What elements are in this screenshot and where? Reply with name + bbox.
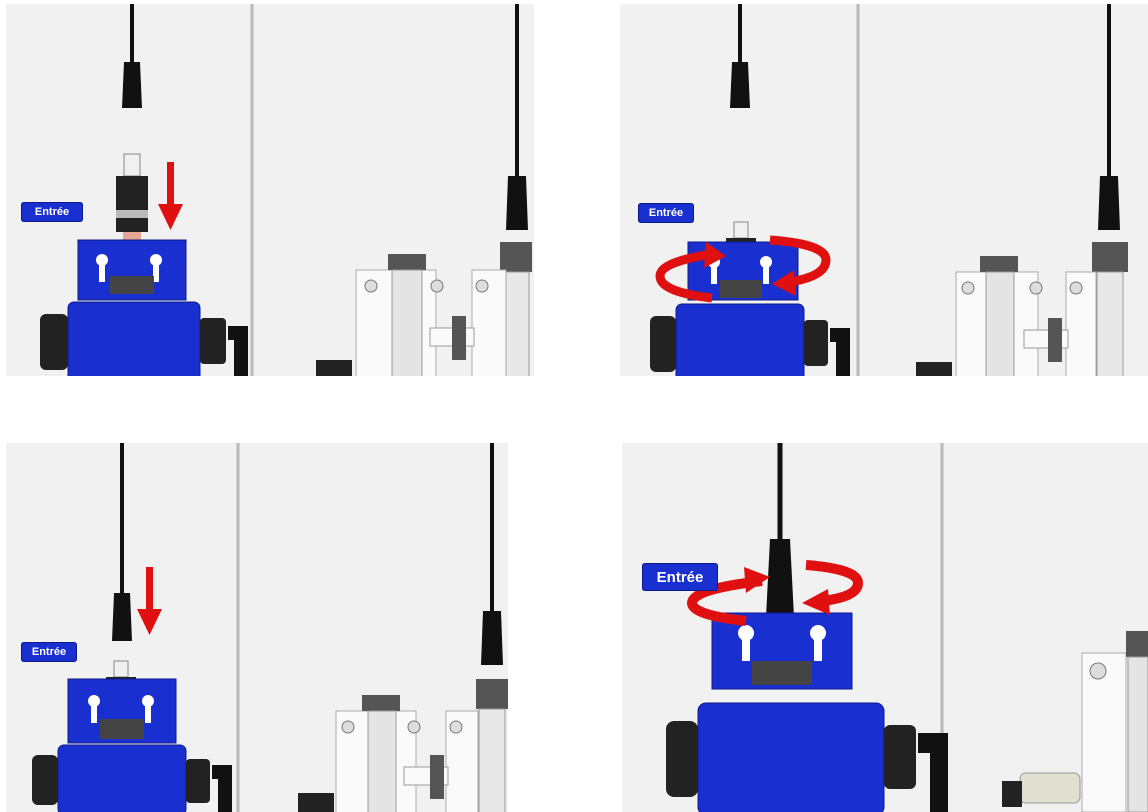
step-1-panel: Entrée (6, 4, 534, 376)
step-3-illustration (6, 443, 508, 812)
input-label-badge: Entrée (21, 642, 77, 662)
input-label-badge: Entrée (21, 202, 83, 222)
step-3-panel: Entrée (6, 443, 508, 812)
step-4-panel: Entrée (622, 443, 1148, 812)
input-label-badge: Entrée (638, 203, 694, 223)
step-2-illustration (620, 4, 1148, 376)
step-4-illustration (622, 443, 1148, 812)
input-label-badge: Entrée (642, 563, 718, 591)
step-2-panel: Entrée (620, 4, 1148, 376)
step-1-illustration (6, 4, 534, 376)
